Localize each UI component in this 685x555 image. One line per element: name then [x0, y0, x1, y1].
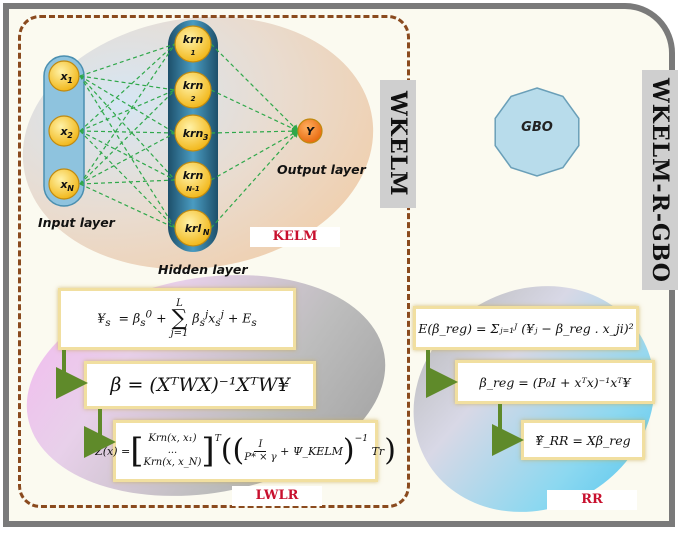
edge-input-0-hidden-0: [79, 43, 176, 77]
hidden-node-3-subscript: 3: [203, 133, 209, 142]
gbo-decagon: [494, 87, 580, 177]
beta-reg-equation: β_reg = (P₀I + xᵀx)⁻¹xᵀ¥: [479, 374, 631, 390]
edge-input-0-hidden-2: [79, 75, 176, 134]
edge-input-2-hidden-4: [79, 183, 176, 229]
hidden-node-5-subscript: N: [203, 228, 210, 237]
arrow-betareg-to-yrr: [492, 404, 524, 456]
zx-equation-box: Z(x) = [ Krn(x, x₁) ... Krn(x, x_N) ]T (…: [95, 420, 396, 482]
beta-reg-equation-box: β_reg = (P₀I + xᵀx)⁻¹xᵀ¥: [455, 360, 655, 404]
beta-equation-box: β = (XᵀWX)⁻¹XᵀW¥: [84, 361, 316, 409]
hidden-node-2-subscript: 2: [191, 95, 196, 103]
e-beta-equation: E(β_reg) = Σⱼ₌₁ᴶ (¥ⱼ − β_reg . x_ji)²: [418, 320, 634, 336]
input-node-2-circle: [48, 115, 80, 147]
edge-input-2-hidden-2: [79, 132, 176, 185]
kelm-tag: KELM: [250, 227, 340, 247]
lwlr-tag: LWLR: [232, 486, 322, 506]
edge-hidden-4-output: [210, 130, 299, 229]
edge-hidden-3-output: [210, 130, 300, 181]
hidden-node-3-circle: [174, 114, 212, 152]
hidden-node-3-label: krn: [183, 127, 204, 140]
edge-input-2-hidden-3: [79, 179, 176, 185]
hidden-node-1: krn 1: [174, 25, 212, 63]
e-beta-equation-box: E(β_reg) = Σⱼ₌₁ᴶ (¥ⱼ − β_reg . x_ji)²: [413, 306, 639, 350]
edge-input-2-hidden-0: [79, 43, 176, 185]
wkelm-label: WKELM: [380, 80, 416, 208]
equation-arrows: [56, 350, 524, 458]
hidden-node-4-subscript: N-1: [186, 185, 200, 193]
output-node-circle: [297, 118, 323, 144]
hidden-layer-label: Hidden layer: [158, 262, 248, 277]
edge-hidden-1-output: [210, 89, 300, 132]
arrow-ys-to-beta: [56, 350, 88, 399]
edge-input-2-hidden-1: [79, 89, 176, 185]
edge-input-1-hidden-1: [79, 89, 176, 132]
edge-input-0-hidden-3: [79, 75, 176, 181]
arrow-beta-to-zx: [84, 409, 116, 458]
edge-input-1-hidden-0: [79, 43, 176, 132]
output-layer-label: Output layer: [277, 162, 366, 177]
wkelm-r-gbo-label: WKELM-R-GBO: [642, 70, 678, 290]
network-edges: [79, 43, 300, 229]
arrow-ebeta-to-betareg: [426, 350, 458, 398]
gbo-shape: [494, 87, 580, 177]
hidden-node-4-circle: [174, 161, 212, 199]
y-rr-equation-box: ¥̂_RR = Xβ_reg: [521, 420, 645, 460]
input-node-3-subscript: N: [67, 184, 74, 193]
hidden-node-1-circle: [174, 25, 212, 63]
hidden-node-2-circle: [174, 71, 212, 109]
hidden-node-4-label: krn: [183, 169, 204, 182]
output-node: Y: [297, 118, 323, 144]
hidden-node-1-label: krn: [183, 33, 204, 46]
hidden-node-1-subscript: 1: [191, 49, 196, 57]
input-node-1-label: x: [59, 70, 68, 83]
hidden-node-5-label: krl: [185, 222, 202, 235]
ys-equation: ¥s = βs0 + L∑j=1 βsjxsj + Es: [97, 298, 257, 339]
input-node-2-label: x: [59, 125, 68, 138]
beta-equation: β = (XᵀWX)⁻¹XᵀW¥: [110, 374, 290, 396]
edge-input-0-hidden-1: [79, 75, 176, 91]
hidden-node-5-circle: [174, 209, 212, 247]
hidden-node-2-label: krn: [183, 79, 204, 92]
edge-input-1-hidden-2: [79, 130, 176, 134]
rr-tag: RR: [547, 490, 637, 510]
input-node-3-circle: [48, 168, 80, 200]
input-node-1-subscript: 1: [67, 76, 73, 85]
wkelm-boundary: [18, 15, 410, 508]
output-node-label: Y: [306, 125, 315, 138]
ys-equation-box: ¥s = βs0 + L∑j=1 βsjxsj + Es: [58, 288, 296, 350]
input-node-1-circle: [48, 60, 80, 92]
y-rr-equation: ¥̂_RR = Xβ_reg: [535, 432, 631, 448]
edge-input-1-hidden-4: [79, 130, 176, 229]
input-node-3-label: x: [59, 178, 68, 191]
input-node-2-subscript: 2: [67, 131, 73, 140]
gbo-label: GBO: [521, 120, 553, 135]
input-layer-label: Input layer: [38, 215, 115, 230]
hidden-node-2: krn 2: [174, 71, 212, 109]
edge-hidden-2-output: [210, 127, 300, 135]
edge-input-0-hidden-4: [79, 75, 176, 229]
edge-input-1-hidden-3: [79, 130, 176, 181]
